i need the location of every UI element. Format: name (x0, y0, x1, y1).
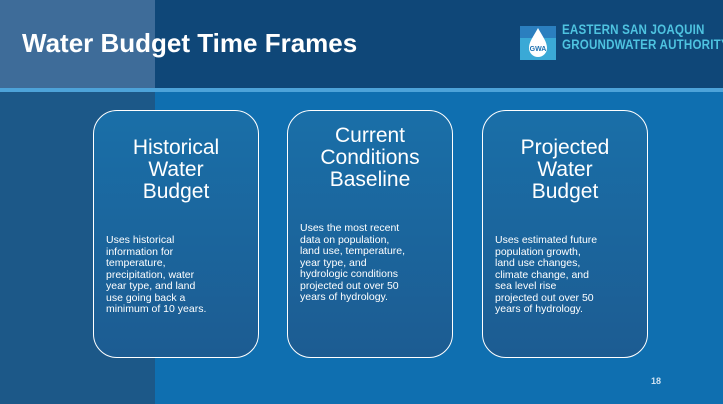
card-title-line: Budget (142, 180, 210, 203)
card-title: Current Conditions Baseline (288, 125, 452, 191)
card-body-line: years of hydrology. (300, 291, 388, 303)
card-body-line: projected out over 50 (300, 279, 399, 292)
card-title: Historical Water Budget (94, 137, 258, 203)
card-body-line: data on population, (300, 233, 390, 246)
card-historical-water-budget: Historical Water Budget Uses historical … (93, 110, 259, 358)
card-body-line: year type, and (300, 256, 367, 269)
card-body-line: projected out over 50 (495, 291, 594, 304)
card-body-line: climate change, and (495, 268, 589, 281)
card-title-line: Current (334, 124, 406, 147)
card-body-line: population growth, (495, 245, 581, 258)
card-title-line: Baseline (329, 168, 411, 191)
card-body-line: Uses historical (106, 234, 175, 246)
card-body-line: information for (106, 245, 174, 258)
card-body-line: sea level rise (495, 280, 557, 292)
header-bar (155, 0, 723, 90)
card-body-line: land use changes, (495, 257, 581, 269)
card-title-line: Conditions (320, 146, 420, 169)
card-body-line: use going back a (106, 291, 186, 304)
card-title-line: Water (537, 158, 593, 181)
card-title-line: Projected (520, 136, 610, 159)
card-body-line: minimum of 10 years. (106, 303, 207, 315)
gsa-logo: GWA EASTERN SAN JOAQUIN GROUNDWATER AUTH… (520, 18, 723, 68)
logo-line-1: EASTERN SAN JOAQUIN (562, 22, 705, 37)
slide-title: Water Budget Time Frames (22, 28, 358, 58)
card-title-line: Historical (132, 136, 220, 159)
card-title-line: Budget (531, 180, 599, 203)
card-title-line: Water (148, 158, 204, 181)
card-body: Uses estimated future population growth,… (495, 234, 637, 316)
card-body-line: years of hydrology. (495, 303, 583, 315)
header-bar-left (0, 0, 155, 90)
header-divider (0, 88, 723, 92)
page-number: 18 (651, 376, 662, 386)
logo-line-2: GROUNDWATER AUTHORITY (562, 37, 723, 52)
card-body-line: land use, temperature, (300, 245, 406, 257)
card-body-line: temperature, (106, 257, 166, 269)
logo-text: EASTERN SAN JOAQUIN GROUNDWATER AUTHORIT… (562, 22, 723, 52)
card-body-line: Uses the most recent (300, 222, 400, 234)
card-body-line: Uses estimated future (495, 234, 598, 246)
card-body-line: hydrologic conditions (300, 268, 399, 280)
card-body: Uses the most recent data on population,… (300, 222, 442, 304)
card-title: Projected Water Budget (483, 137, 647, 203)
logo-mark-text: GWA (530, 46, 547, 53)
water-drop-logo-icon: GWA (520, 26, 556, 60)
card-current-conditions-baseline: Current Conditions Baseline Uses the mos… (287, 110, 453, 358)
card-body: Uses historical information for temperat… (106, 234, 248, 316)
card-body-line: year type, and land (106, 280, 196, 292)
card-projected-water-budget: Projected Water Budget Uses estimated fu… (482, 110, 648, 358)
card-body-line: precipitation, water (106, 268, 195, 281)
